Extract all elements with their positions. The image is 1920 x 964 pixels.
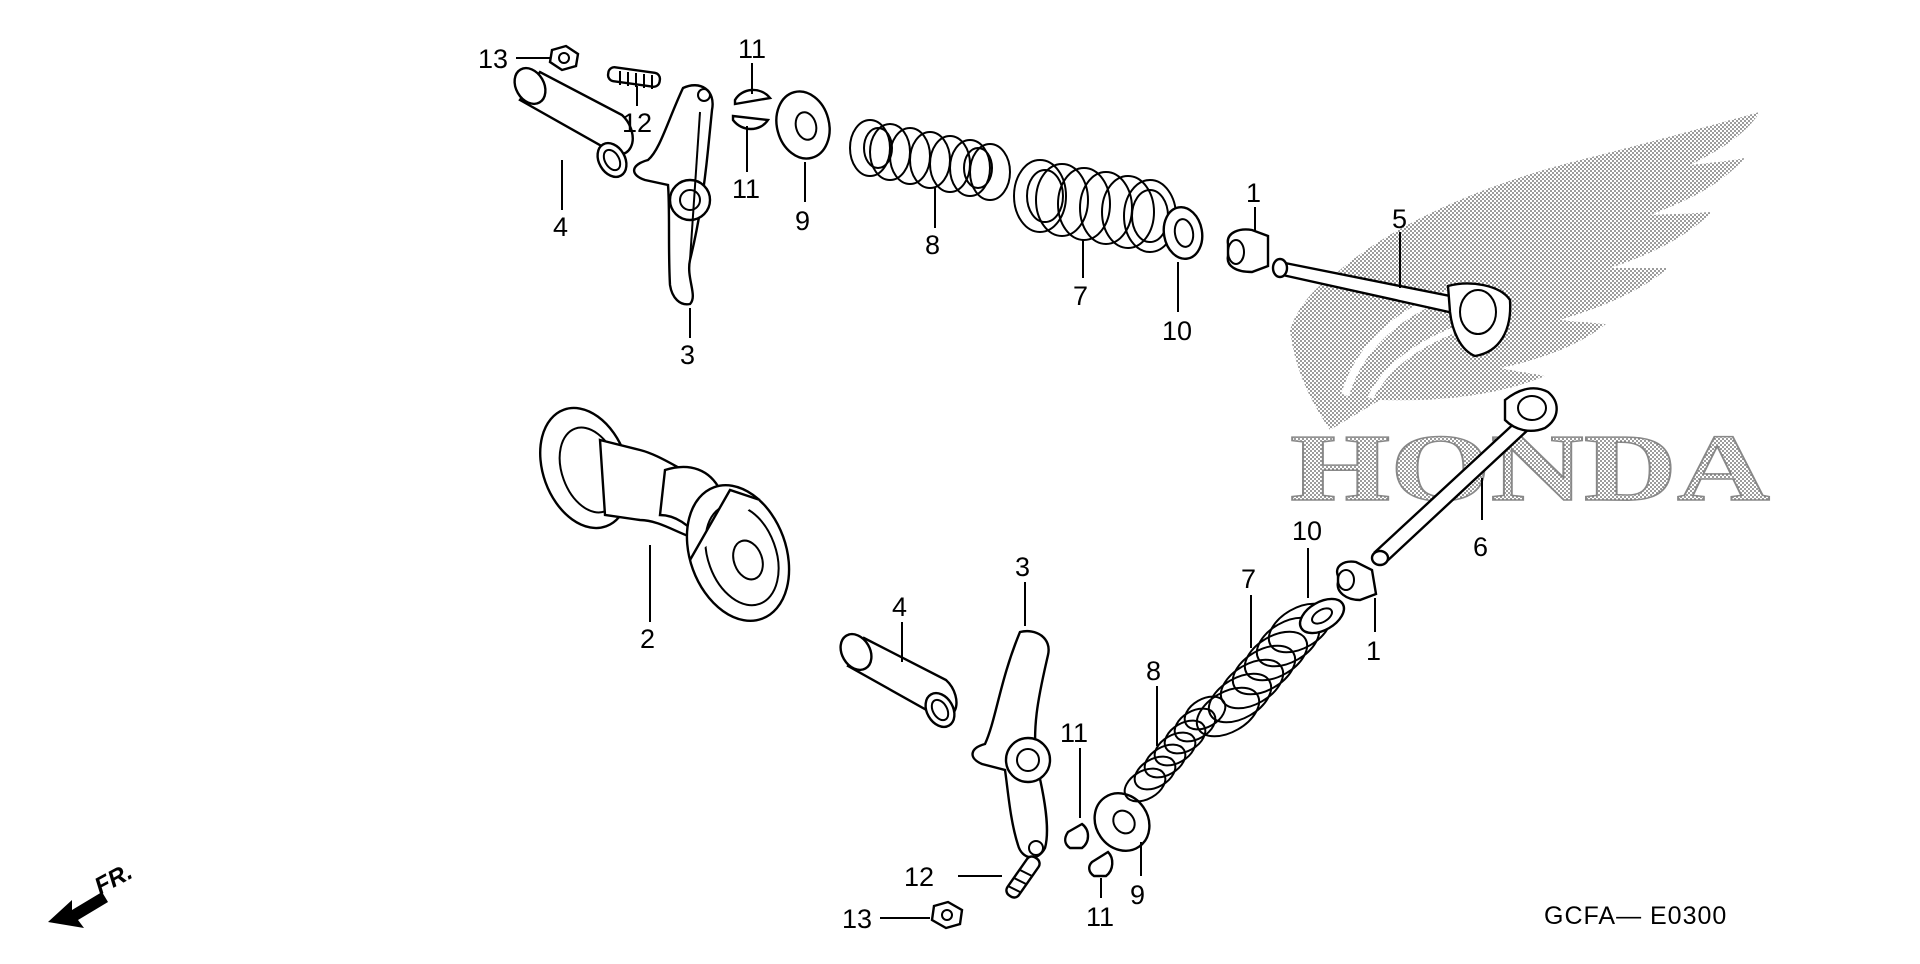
spring-seat-10-upper: [1162, 205, 1204, 261]
rocker-shaft-4-lower: [839, 632, 958, 729]
callout-9-upper: 9: [795, 206, 810, 236]
camshaft-2: [538, 406, 791, 622]
callout-9-lower: 9: [1130, 880, 1145, 910]
callout-8-upper: 8: [925, 230, 940, 260]
front-direction-arrow-icon: [48, 892, 108, 928]
callout-7-lower: 7: [1241, 564, 1256, 594]
spring-retainer-9-lower: [1093, 792, 1151, 852]
callout-11-lower-top: 11: [1060, 718, 1088, 748]
callout-4-upper: 4: [553, 212, 568, 242]
callout-13-lower: 13: [842, 904, 872, 934]
callout-11-upper-bottom: 11: [732, 174, 760, 204]
callout-6: 6: [1473, 532, 1488, 562]
callout-3-upper: 3: [680, 340, 695, 370]
callout-13-upper: 13: [478, 44, 508, 74]
rocker-shaft-4-upper: [513, 66, 634, 179]
inner-valve-spring-8-lower: [1123, 695, 1227, 803]
callout-1-upper: 1: [1246, 178, 1261, 208]
callout-12-lower: 12: [904, 862, 934, 892]
valve-stem-seal-1-lower: [1335, 560, 1378, 602]
diagram-code: GCFA— E0300: [1544, 902, 1727, 930]
honda-wing-logo: [1290, 112, 1760, 430]
callout-10-lower: 10: [1292, 516, 1322, 546]
callout-11-upper-top: 11: [738, 34, 766, 64]
callout-11-lower-bottom: 11: [1086, 902, 1114, 932]
callout-4-lower: 4: [892, 592, 907, 622]
rocker-arm-3-lower: [971, 629, 1052, 859]
callout-2: 2: [640, 624, 655, 654]
front-direction-label: FR.: [90, 858, 137, 900]
adjusting-screw-12-upper: [606, 66, 662, 89]
nut-13-upper: [548, 44, 580, 72]
spring-retainer-9-upper: [775, 90, 831, 160]
spring-seat-10-lower: [1298, 597, 1346, 635]
adjusting-screw-12-lower: [1005, 855, 1041, 899]
callout-7-upper: 7: [1073, 281, 1088, 311]
callout-8-lower: 8: [1146, 656, 1161, 686]
callout-10-upper: 10: [1162, 316, 1192, 346]
rocker-arm-3-upper: [632, 84, 714, 306]
callout-3-lower: 3: [1015, 552, 1030, 582]
valve-cotter-11-upper: [731, 88, 773, 131]
callout-1-lower: 1: [1366, 636, 1381, 666]
outer-valve-spring-7-upper: [1013, 159, 1177, 253]
valve-stem-seal-1-upper: [1226, 228, 1270, 274]
valve-6-lower: [1370, 387, 1558, 567]
nut-13-lower: [930, 900, 964, 930]
valve-5-upper: [1271, 257, 1512, 358]
inner-valve-spring-8-upper: [849, 119, 1011, 201]
valve-cotter-11-lower: [1064, 822, 1114, 878]
callout-5: 5: [1392, 204, 1407, 234]
callout-12-upper: 12: [622, 108, 652, 138]
